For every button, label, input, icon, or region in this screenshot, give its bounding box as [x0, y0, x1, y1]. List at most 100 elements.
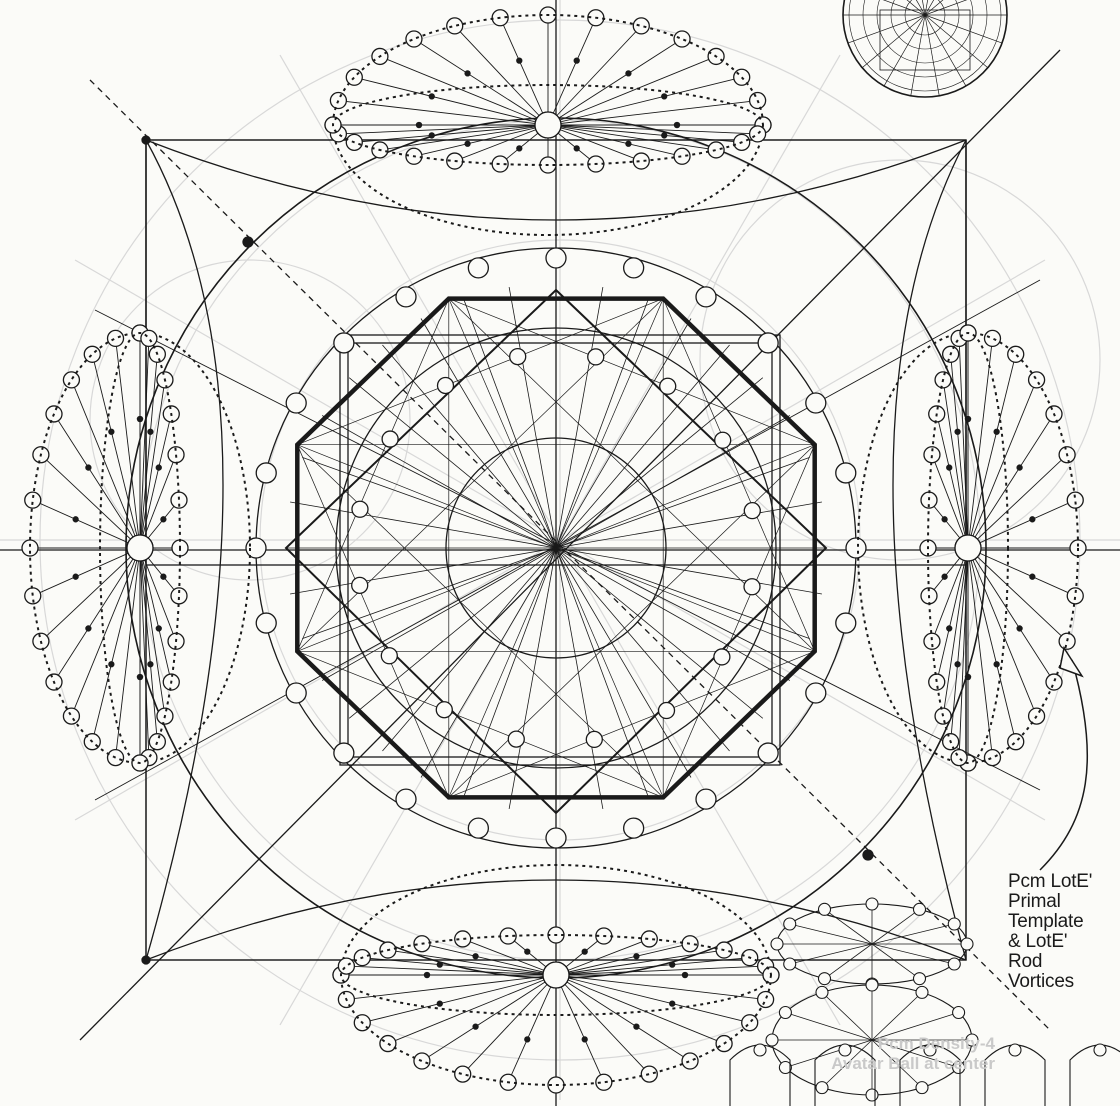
inner-node-circle: [436, 702, 452, 718]
lattice-top-node: [819, 973, 831, 985]
node-circle: [846, 538, 866, 558]
bottom-lobe-spoke: [556, 975, 604, 1082]
top-lobe-lower-dot: [662, 133, 667, 138]
left-lobe-dot: [109, 429, 114, 434]
left-lobe-dot: [86, 465, 91, 470]
lattice-top-node: [914, 903, 926, 915]
diagonal-cross: [80, 50, 1060, 1040]
node-circle: [334, 333, 354, 353]
top-lobe-node: [447, 18, 463, 34]
inner-node-circle: [744, 503, 760, 519]
bottom-lobe-upper-dot: [437, 962, 442, 967]
top-lobe-lower-node: [750, 126, 766, 142]
top-lobe-lower-dot: [465, 141, 470, 146]
top-lobe-node: [406, 31, 422, 47]
node-circle: [806, 393, 826, 413]
left-lobe-dot: [73, 574, 78, 579]
bottom-lobe-dot: [582, 1037, 587, 1042]
lattice-mid-node: [779, 1007, 791, 1019]
bottom-lobe-spoke: [556, 975, 766, 999]
lattice-mid-node: [866, 979, 878, 991]
center-ray: [556, 299, 648, 548]
bottom-lobe-dot: [525, 1037, 530, 1042]
left-lobe-spoke: [33, 548, 140, 596]
right-lobe-node: [984, 330, 1000, 346]
lattice-top-spoke: [790, 944, 872, 964]
lattice-top-spoke: [872, 909, 920, 944]
lattice-top-node: [948, 958, 960, 970]
inner-node-circle: [588, 349, 604, 365]
inner-node-circle: [382, 431, 398, 447]
left-lobe-inner-dot: [161, 574, 166, 579]
left-lobe-inner-dot: [161, 517, 166, 522]
lattice-mid-node: [766, 1034, 778, 1046]
left-lobe-inner-dot: [148, 429, 153, 434]
left-lobe-node: [63, 372, 79, 388]
lattice-arch-node: [754, 1044, 766, 1056]
left-lobe-spoke: [71, 380, 140, 548]
label-line-3: Template: [1008, 912, 1118, 932]
left-lobe-inner-node: [141, 330, 157, 346]
center-ray: [382, 345, 556, 548]
bottom-lobe-spoke: [556, 975, 724, 1044]
center-ray: [349, 548, 556, 718]
globe-ray: [862, 15, 925, 68]
top-lobe-dot: [662, 94, 667, 99]
left-lobe-node: [63, 708, 79, 724]
lattice-arch-node: [1009, 1044, 1021, 1056]
top-lobe-dot: [574, 58, 579, 63]
right-lobe-node: [1008, 734, 1024, 750]
top-lobe-spoke: [500, 18, 548, 125]
globe-ray: [925, 0, 1002, 15]
diagonal-main: [90, 80, 1050, 1030]
bottom-lobe-dot: [670, 1001, 675, 1006]
node-circle: [696, 287, 716, 307]
right-lobe-inner-dot: [966, 675, 971, 680]
lattice-mid-spoke: [872, 992, 922, 1040]
top-lobe-lower-dot: [574, 146, 579, 151]
node-circle: [396, 789, 416, 809]
left-lobe-dot: [86, 626, 91, 631]
bottom-lobe-upper-node: [338, 958, 354, 974]
right-lobe-inner-dot: [947, 465, 952, 470]
inner-node-circle: [508, 731, 524, 747]
octagon-chord: [663, 445, 815, 798]
right-lobe-inner-dot: [942, 574, 947, 579]
node-circle: [256, 613, 276, 633]
right-lobe-inner-dot: [955, 662, 960, 667]
left-lobe-dot: [109, 662, 114, 667]
lattice-top-node: [948, 918, 960, 930]
lattice-mid-node: [953, 1007, 965, 1019]
node-circle: [546, 248, 566, 268]
right-lobe-dot: [994, 429, 999, 434]
bottom-lobe-spoke: [346, 975, 556, 999]
corner-globe: [843, 0, 1007, 97]
right-lobe-inner-dot: [966, 417, 971, 422]
lattice-mid-node: [916, 1082, 928, 1094]
node-circle: [758, 333, 778, 353]
right-lobe-node: [984, 750, 1000, 766]
top-lobe-spoke: [548, 101, 758, 125]
top-lobe-lower-dot: [417, 123, 422, 128]
left-lobe-inner-dot: [156, 626, 161, 631]
center-ray: [556, 548, 730, 751]
lattice-top-spoke: [872, 944, 954, 964]
left-lobe-inner-dot: [138, 675, 143, 680]
top-lobe-dot: [517, 58, 522, 63]
node-circle: [624, 818, 644, 838]
background-caption: Pcm Density-4 Avatar Ball at center: [820, 1034, 995, 1074]
bottom-lobe-node: [414, 1053, 430, 1069]
node-circle: [806, 683, 826, 703]
left-lobe-inner-hub: [127, 535, 153, 561]
top-lobe-lower-dot: [517, 146, 522, 151]
lattice-mid-node: [816, 1082, 828, 1094]
lattice-top-node: [914, 973, 926, 985]
background-caption-line-2: Avatar Ball at center: [820, 1054, 995, 1074]
label-line-2: Primal: [1008, 892, 1118, 912]
lattice-top-node: [961, 938, 973, 950]
octagon-chord: [297, 299, 663, 445]
node-circle: [468, 818, 488, 838]
diagonal-dot: [863, 850, 873, 860]
right-lobe-inner-hub: [955, 535, 981, 561]
